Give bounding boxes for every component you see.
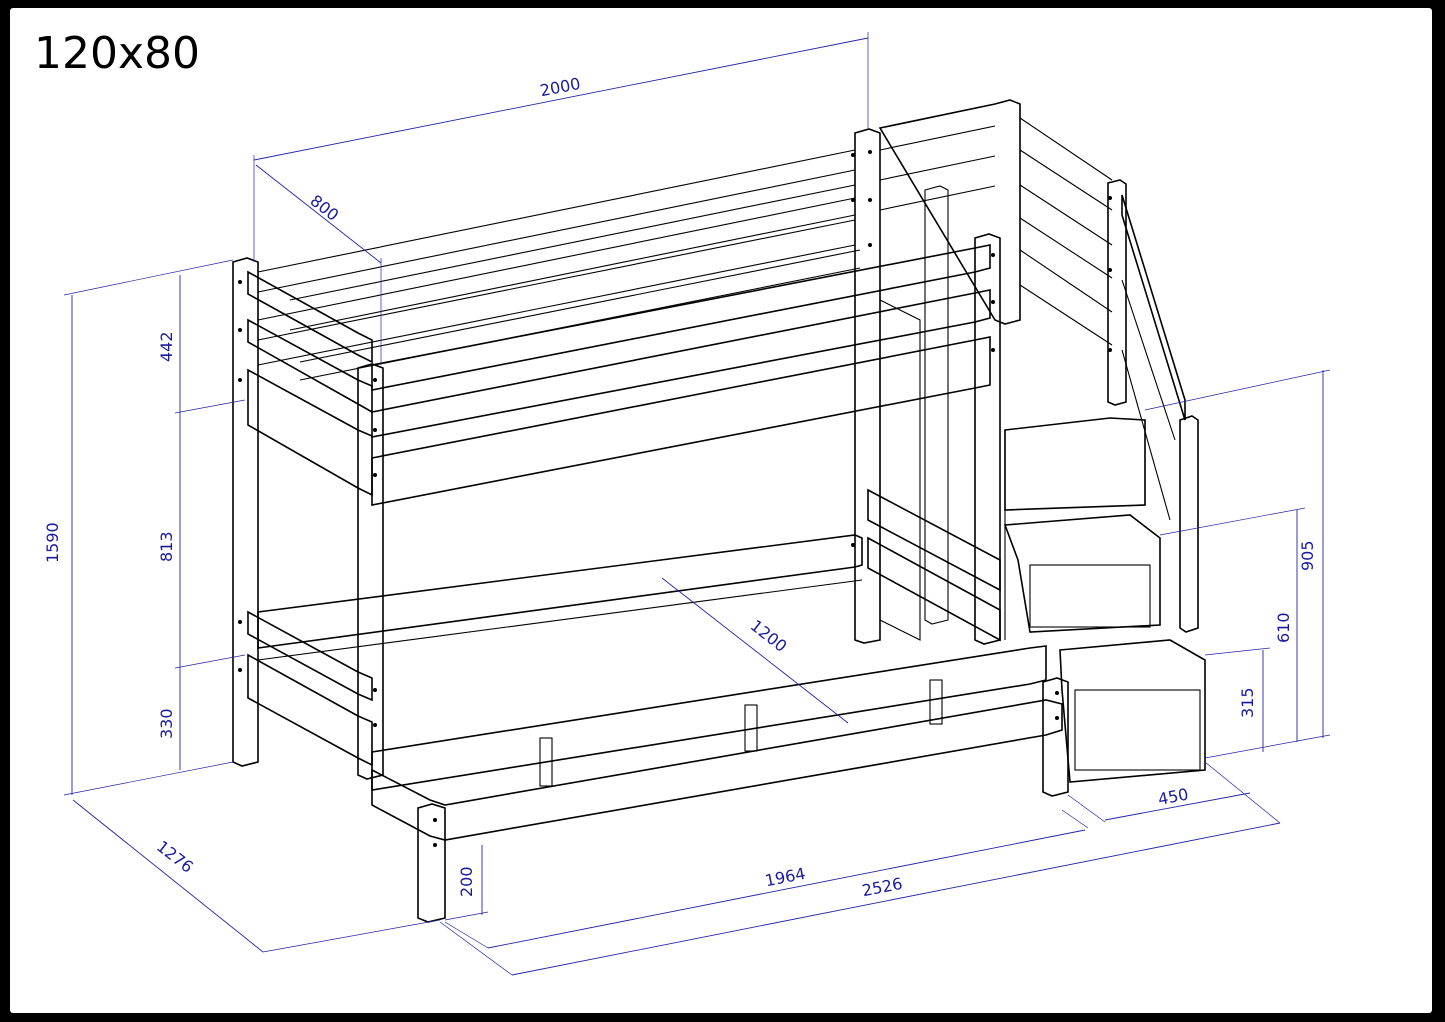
drawing-title: 120x80 [34,28,200,79]
bed-structure [232,99,1206,923]
lower-side-board [371,699,1063,841]
dim-step-3: 905 [1298,540,1317,571]
drawing-sheet: 120x80 [10,8,1432,1013]
stair-lower-post [1179,415,1199,633]
left-back-post [232,257,259,767]
dim-width-top: 800 [307,191,343,225]
dim-middle-gap: 813 [157,531,176,562]
stair-step-middle [1003,514,1161,633]
upper-end-board [247,368,373,497]
dim-width-lower: 1200 [747,616,791,656]
stair-upper-post [1107,179,1127,406]
stair-top-panel [878,99,1021,325]
upper-end-rail-1 [247,270,373,364]
dim-height-total: 1590 [43,522,62,563]
stair-brace-1 [867,488,1001,592]
dim-upper-rail: 442 [157,331,176,362]
dim-step-2: 610 [1274,612,1293,643]
dimension-lines [63,32,1331,976]
dim-leg-height: 200 [457,866,476,897]
lower-end-rail-1 [247,610,373,702]
bunk-bed-drawing: 120x80 [34,28,1331,976]
dim-overall-length: 2526 [860,874,904,900]
upper-guard-rail-2 [371,289,991,438]
stair-brace-2 [867,536,1001,642]
stair-step-top [1004,417,1146,511]
dim-lower-height: 330 [157,708,176,739]
stair-handrail [1121,194,1186,421]
right-back-post [854,128,881,644]
upper-side-board [371,336,991,506]
right-foot-post [1042,677,1069,797]
front-foot-post [417,803,446,923]
upper-end-rail-2 [247,318,373,414]
lower-back-rail [257,534,863,649]
stair-step-bottom [1059,639,1206,783]
dim-step-1: 315 [1238,687,1257,718]
bolt-holes [238,150,1112,847]
dim-depth: 1276 [153,837,197,877]
lower-end-board [247,653,373,767]
upper-guard-rail-1 [371,244,991,391]
